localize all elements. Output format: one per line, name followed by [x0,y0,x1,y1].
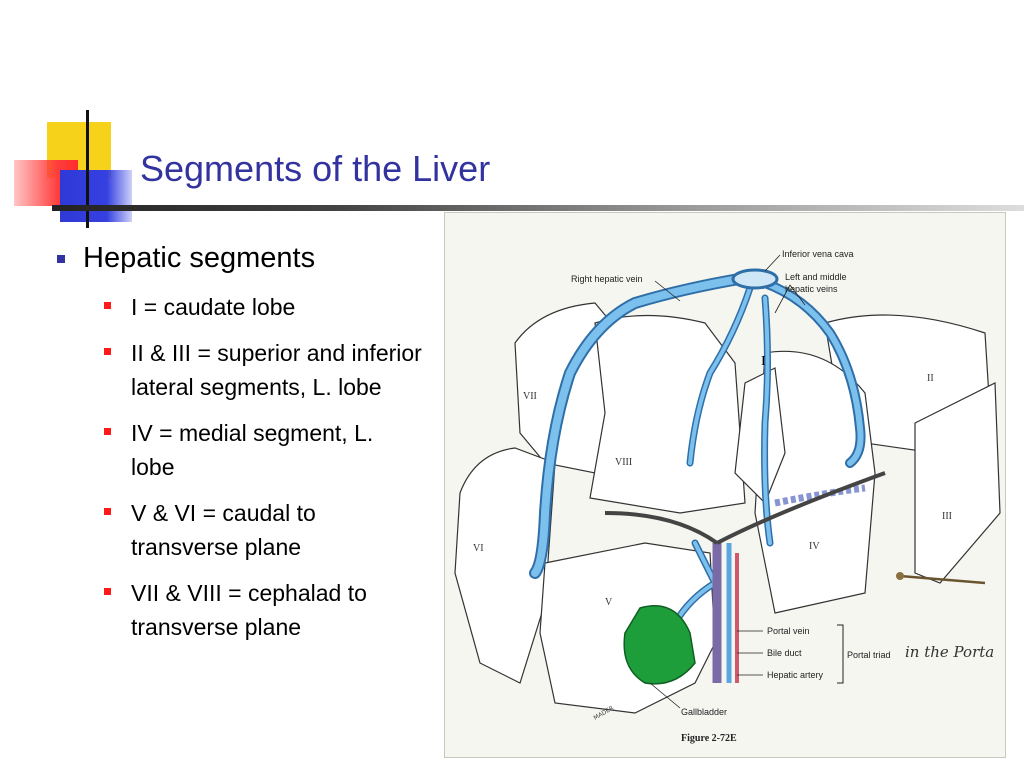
label-right-hepatic-vein: Right hepatic vein [571,274,643,284]
logo-blue-square [60,170,132,222]
segment-iii-shape [914,382,1001,584]
sub-bullet-item: V & VI = caudal to transverse plane [104,496,422,564]
segment-label-i: I [761,354,766,369]
square-bullet-icon [57,255,65,263]
title-underline-rule [52,205,1024,211]
sub-bullet-text: VII & VIII = cephalad to transverse plan… [131,580,367,640]
label-portal-vein: Portal vein [767,626,810,636]
logo-vertical-rule [86,110,89,228]
label-gallbladder: Gallbladder [681,707,727,717]
segment-label-v: V [605,597,613,608]
label-figure-number: Figure 2-72E [681,733,737,744]
segment-viii-shape [589,314,746,514]
label-portal-triad: Portal triad [847,650,891,660]
handwritten-note: in the Porta [905,643,994,661]
square-bullet-icon [104,348,111,355]
sub-bullet-text: V & VI = caudal to transverse plane [131,500,316,560]
sub-bullet-item: I = caudate lobe [104,290,422,324]
square-bullet-icon [104,428,111,435]
leader-lines [649,254,806,709]
sub-bullet-item: IV = medial segment, L. lobe [104,416,422,484]
sub-bullet-item: II & III = superior and inferior lateral… [104,336,422,404]
probe-tip [896,572,904,580]
hepatic-veins [529,272,866,627]
transverse-plane-band [774,484,866,507]
segment-label-ii: II [927,373,934,384]
label-left-middle-2: hepatic veins [785,284,838,294]
liver-segments-figure: Inferior vena cava Right hepatic vein Le… [444,212,1006,758]
segment-iv-shape [754,350,876,614]
sub-bullet-item: VII & VIII = cephalad to transverse plan… [104,576,422,644]
portal-triad-vessels [604,471,886,683]
label-hepatic-artery: Hepatic artery [767,670,824,680]
bullet-list: Hepatic segments I = caudate lobe II & I… [52,240,422,656]
segment-vi-shape [454,447,556,684]
portal-triad-bracket [837,624,844,684]
square-bullet-icon [104,302,111,309]
liver-outline [454,302,1001,714]
ivc-opening [731,268,779,290]
segment-label-vii: VII [523,391,537,402]
label-left-middle-1: Left and middle [785,272,847,282]
square-bullet-icon [104,588,111,595]
sub-bullet-text: IV = medial segment, L. lobe [131,420,374,480]
sub-bullet-text: I = caudate lobe [131,294,296,320]
bullet-text: Hepatic segments [83,242,316,274]
segment-label-vi: VI [473,543,484,554]
segment-label-iv: IV [809,541,820,552]
square-bullet-icon [104,508,111,515]
label-ivc: Inferior vena cava [782,249,854,259]
gallbladder-shape [623,605,696,685]
liver-illustration: Inferior vena cava Right hepatic vein Le… [454,249,1001,744]
slide-title: Segments of the Liver [140,148,491,189]
segment-label-iii: III [942,511,952,522]
sub-bullet-list: I = caudate lobe II & III = superior and… [104,290,422,644]
probe-line [899,574,986,585]
label-bile-duct: Bile duct [767,648,802,658]
segment-label-viii: VIII [615,457,632,468]
sub-bullet-text: II & III = superior and inferior lateral… [131,340,422,400]
bullet-item: Hepatic segments [52,240,422,276]
